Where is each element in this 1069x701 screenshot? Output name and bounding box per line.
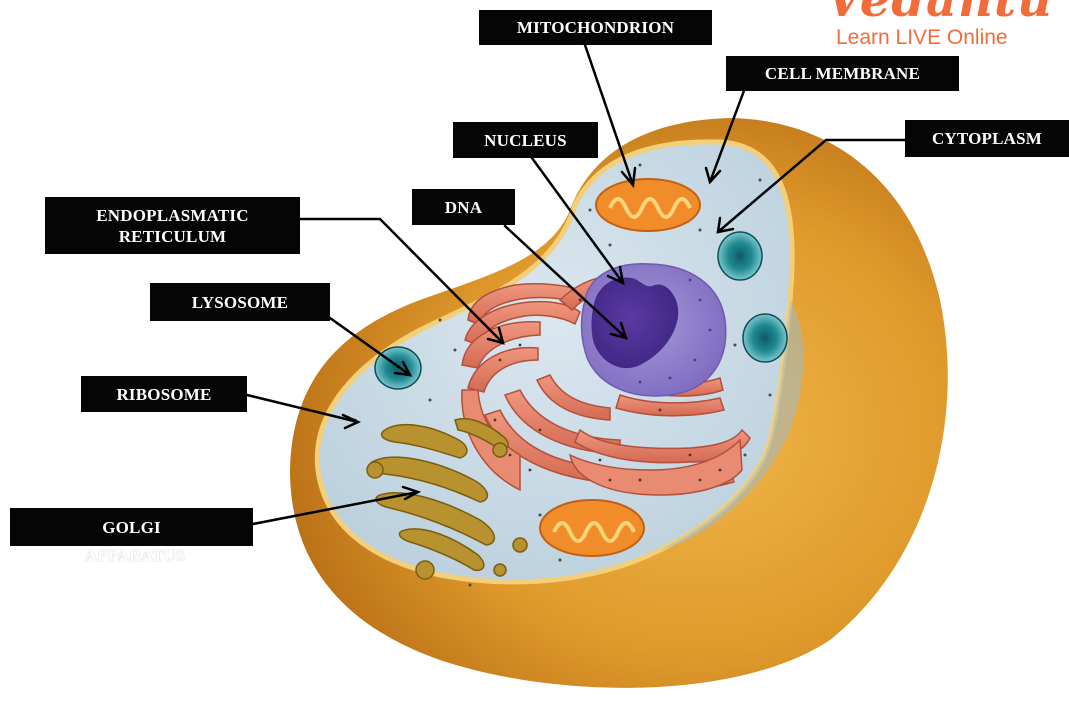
label-endoplasmatic-line1: ENDOPLASMATIC xyxy=(96,205,248,226)
label-lysosome: LYSOSOME xyxy=(150,283,330,321)
label-ribosome-text: RIBOSOME xyxy=(116,384,211,405)
label-lysosome-text: LYSOSOME xyxy=(192,292,288,313)
label-dna-text: DNA xyxy=(445,197,482,218)
label-golgi-text: GOLGI xyxy=(102,517,161,538)
label-golgi-line2: APPARATUS xyxy=(40,546,230,566)
label-cytoplasm-text: CYTOPLASM xyxy=(932,128,1042,149)
label-cytoplasm: CYTOPLASM xyxy=(905,120,1069,157)
label-nucleus: NUCLEUS xyxy=(453,122,598,158)
label-mitochondrion-text: MITOCHONDRION xyxy=(517,17,674,38)
nucleus xyxy=(582,264,726,396)
label-nucleus-text: NUCLEUS xyxy=(484,130,567,151)
vedantu-logo: Vedantu Learn LIVE Online xyxy=(826,0,1069,50)
label-endoplasmatic-line2: RETICULUM xyxy=(119,226,227,247)
label-mitochondrion: MITOCHONDRION xyxy=(479,10,712,45)
label-dna: DNA xyxy=(412,189,515,225)
label-cell-membrane-text: CELL MEMBRANE xyxy=(765,63,920,84)
label-golgi-apparatus: GOLGI xyxy=(10,508,253,546)
label-ribosome: RIBOSOME xyxy=(81,376,247,412)
label-endoplasmatic-reticulum: ENDOPLASMATIC RETICULUM xyxy=(45,197,300,254)
label-cell-membrane: CELL MEMBRANE xyxy=(726,56,959,91)
logo-tagline: Learn LIVE Online xyxy=(836,26,1008,50)
logo-wordmark: Vedantu xyxy=(826,0,1053,28)
